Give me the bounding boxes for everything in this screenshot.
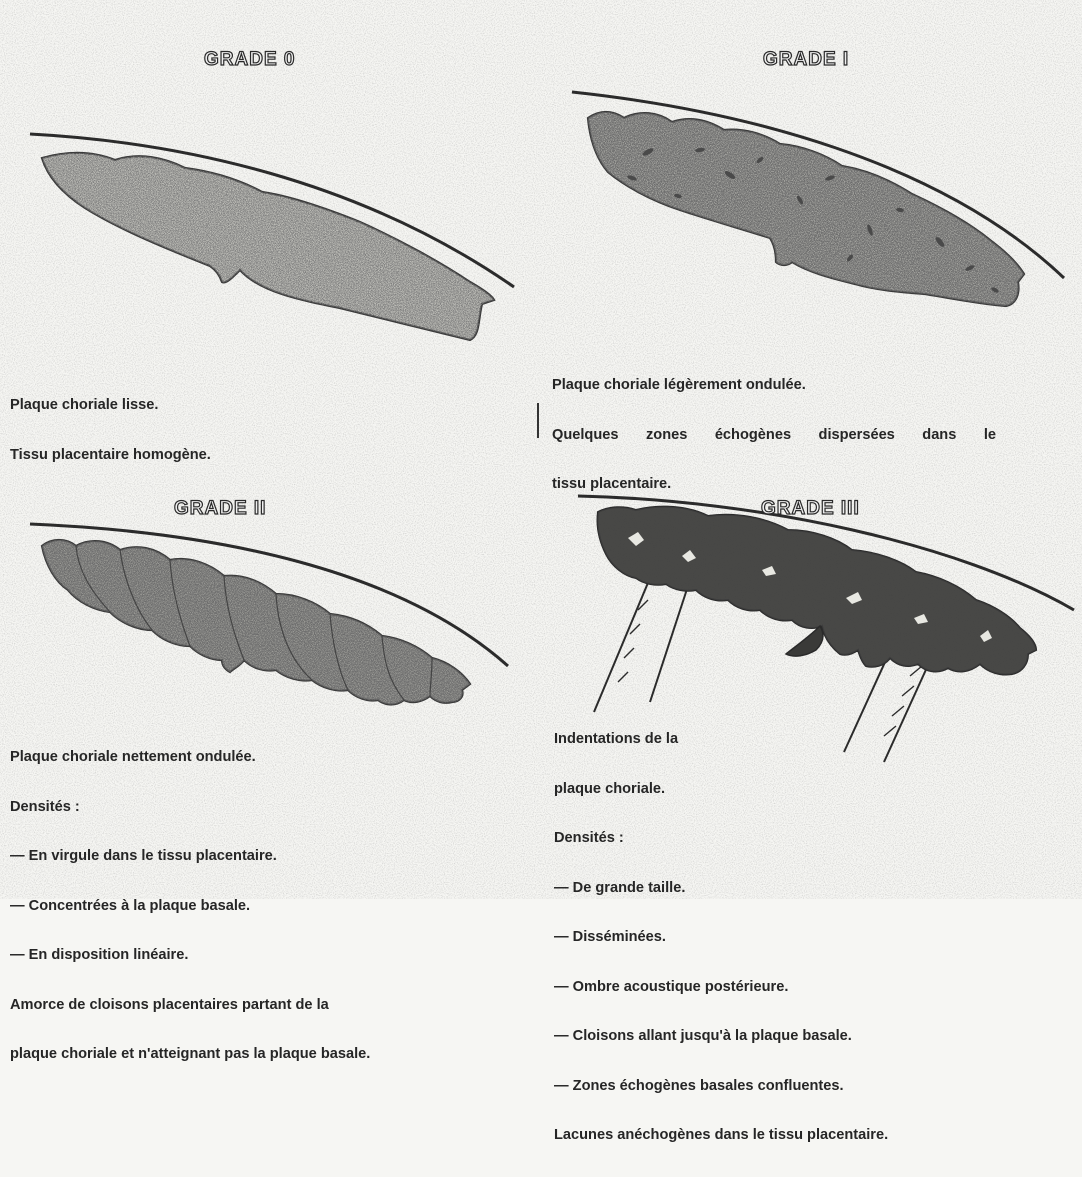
caption-line: — Ombre acoustique postérieure.	[554, 979, 888, 996]
acoustic-shadow-left	[594, 578, 688, 712]
grade-0-panel: GRADE 0 Plaque choriale lisse. Tissu pla…	[0, 0, 540, 440]
grade-3-panel: GRADE III Indentations de la plaque chor…	[540, 440, 1082, 899]
panel-divider	[537, 403, 539, 438]
caption-line: plaque choriale.	[554, 781, 888, 798]
placenta-shape	[42, 540, 470, 705]
caption-line: Densités :	[554, 830, 888, 847]
caption-line: — Zones échogènes basales confluentes.	[554, 1078, 888, 1095]
caption-line: — En virgule dans le tissu placentaire.	[10, 848, 370, 865]
grade-2-title: GRADE II	[174, 498, 266, 520]
caption-line: — Concentrées à la plaque basale.	[10, 898, 370, 915]
caption-line: — Disséminées.	[554, 929, 888, 946]
grade-2-panel: GRADE II Plaque choriale nettement ondul…	[0, 440, 540, 899]
caption-line: Amorce de cloisons placentaires partant …	[10, 997, 370, 1014]
caption-line: plaque choriale et n'atteignant pas la p…	[10, 1046, 370, 1063]
caption-line: Lacunes anéchogènes dans le tissu placen…	[554, 1127, 888, 1144]
caption-line: Plaque choriale lisse.	[10, 397, 211, 414]
caption-line: — En disposition linéaire.	[10, 947, 370, 964]
basal-extension	[786, 626, 823, 656]
caption-line: Plaque choriale nettement ondulée.	[10, 749, 370, 766]
grade-3-title: GRADE III	[761, 498, 860, 520]
caption-line: Densités :	[10, 799, 370, 816]
placenta-shape	[597, 507, 1036, 675]
placenta-shape	[42, 153, 494, 340]
grade-3-caption: Indentations de la plaque choriale. Dens…	[554, 698, 888, 1177]
caption-line: — De grande taille.	[554, 880, 888, 897]
caption-line: Indentations de la	[554, 731, 888, 748]
placenta-shape	[588, 112, 1024, 306]
grade-0-title: GRADE 0	[204, 49, 295, 71]
grade-1-title: GRADE I	[763, 49, 849, 71]
grade-2-caption: Plaque choriale nettement ondulée. Densi…	[10, 716, 370, 1096]
caption-line: Plaque choriale légèrement ondulée.	[552, 377, 996, 394]
caption-line: — Cloisons allant jusqu'à la plaque basa…	[554, 1028, 888, 1045]
grade-1-panel: GRADE I Plaque choriale légèrement ondul…	[540, 0, 1082, 440]
